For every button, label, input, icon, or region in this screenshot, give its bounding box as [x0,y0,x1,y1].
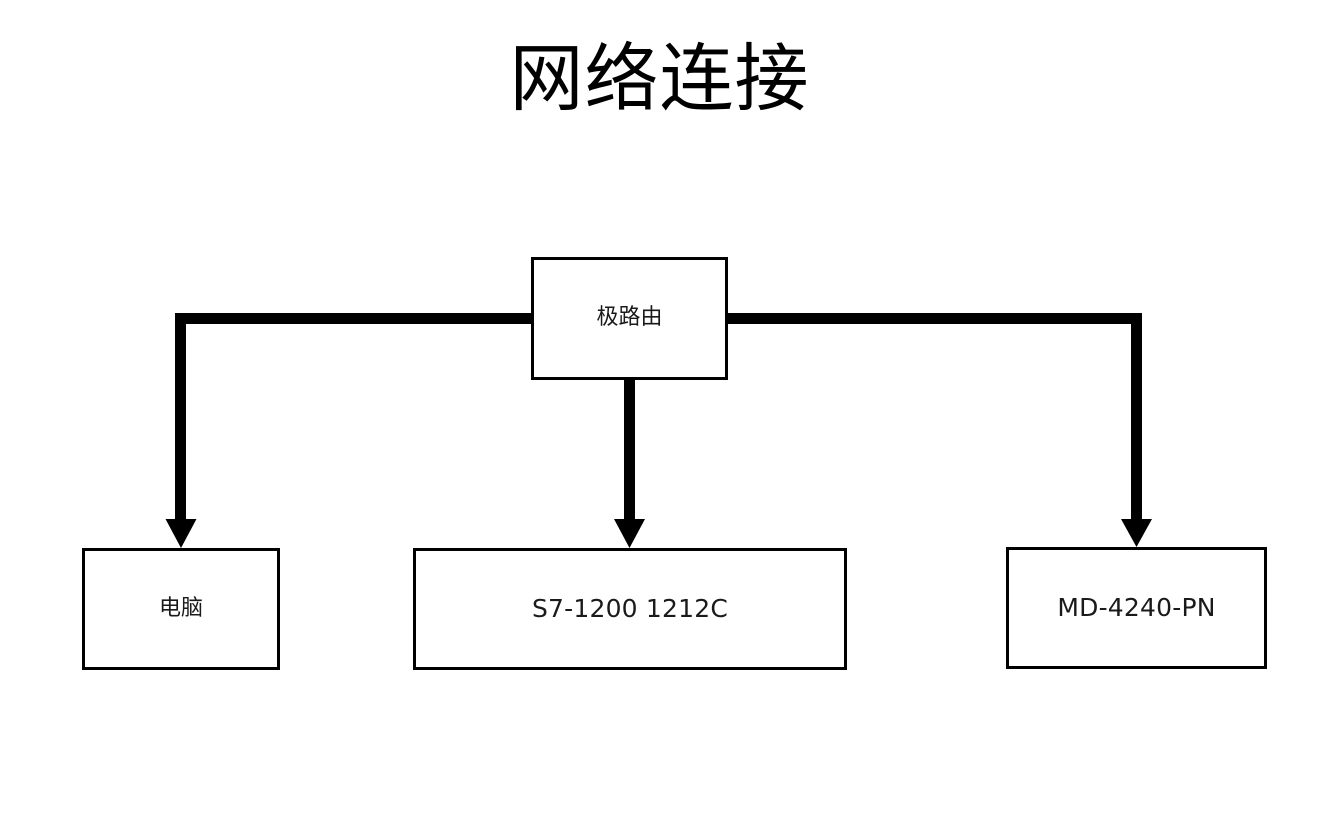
node-md-label: MD-4240-PN [1057,593,1216,622]
connector-router-to-plc [614,379,645,548]
node-router-label: 极路由 [596,305,663,331]
page-title: 网络连接 [509,36,810,122]
connector-router-to-md [727,313,1152,547]
node-plc-label: S7-1200 1212C [531,594,729,623]
node-pc[interactable]: 电脑 [82,548,280,670]
node-md[interactable]: MD-4240-PN [1006,547,1267,669]
connector-router-to-pc [165,313,532,548]
node-router[interactable]: 极路由 [531,257,728,380]
node-plc[interactable]: S7-1200 1212C [413,548,847,670]
node-pc-label: 电脑 [158,595,203,621]
